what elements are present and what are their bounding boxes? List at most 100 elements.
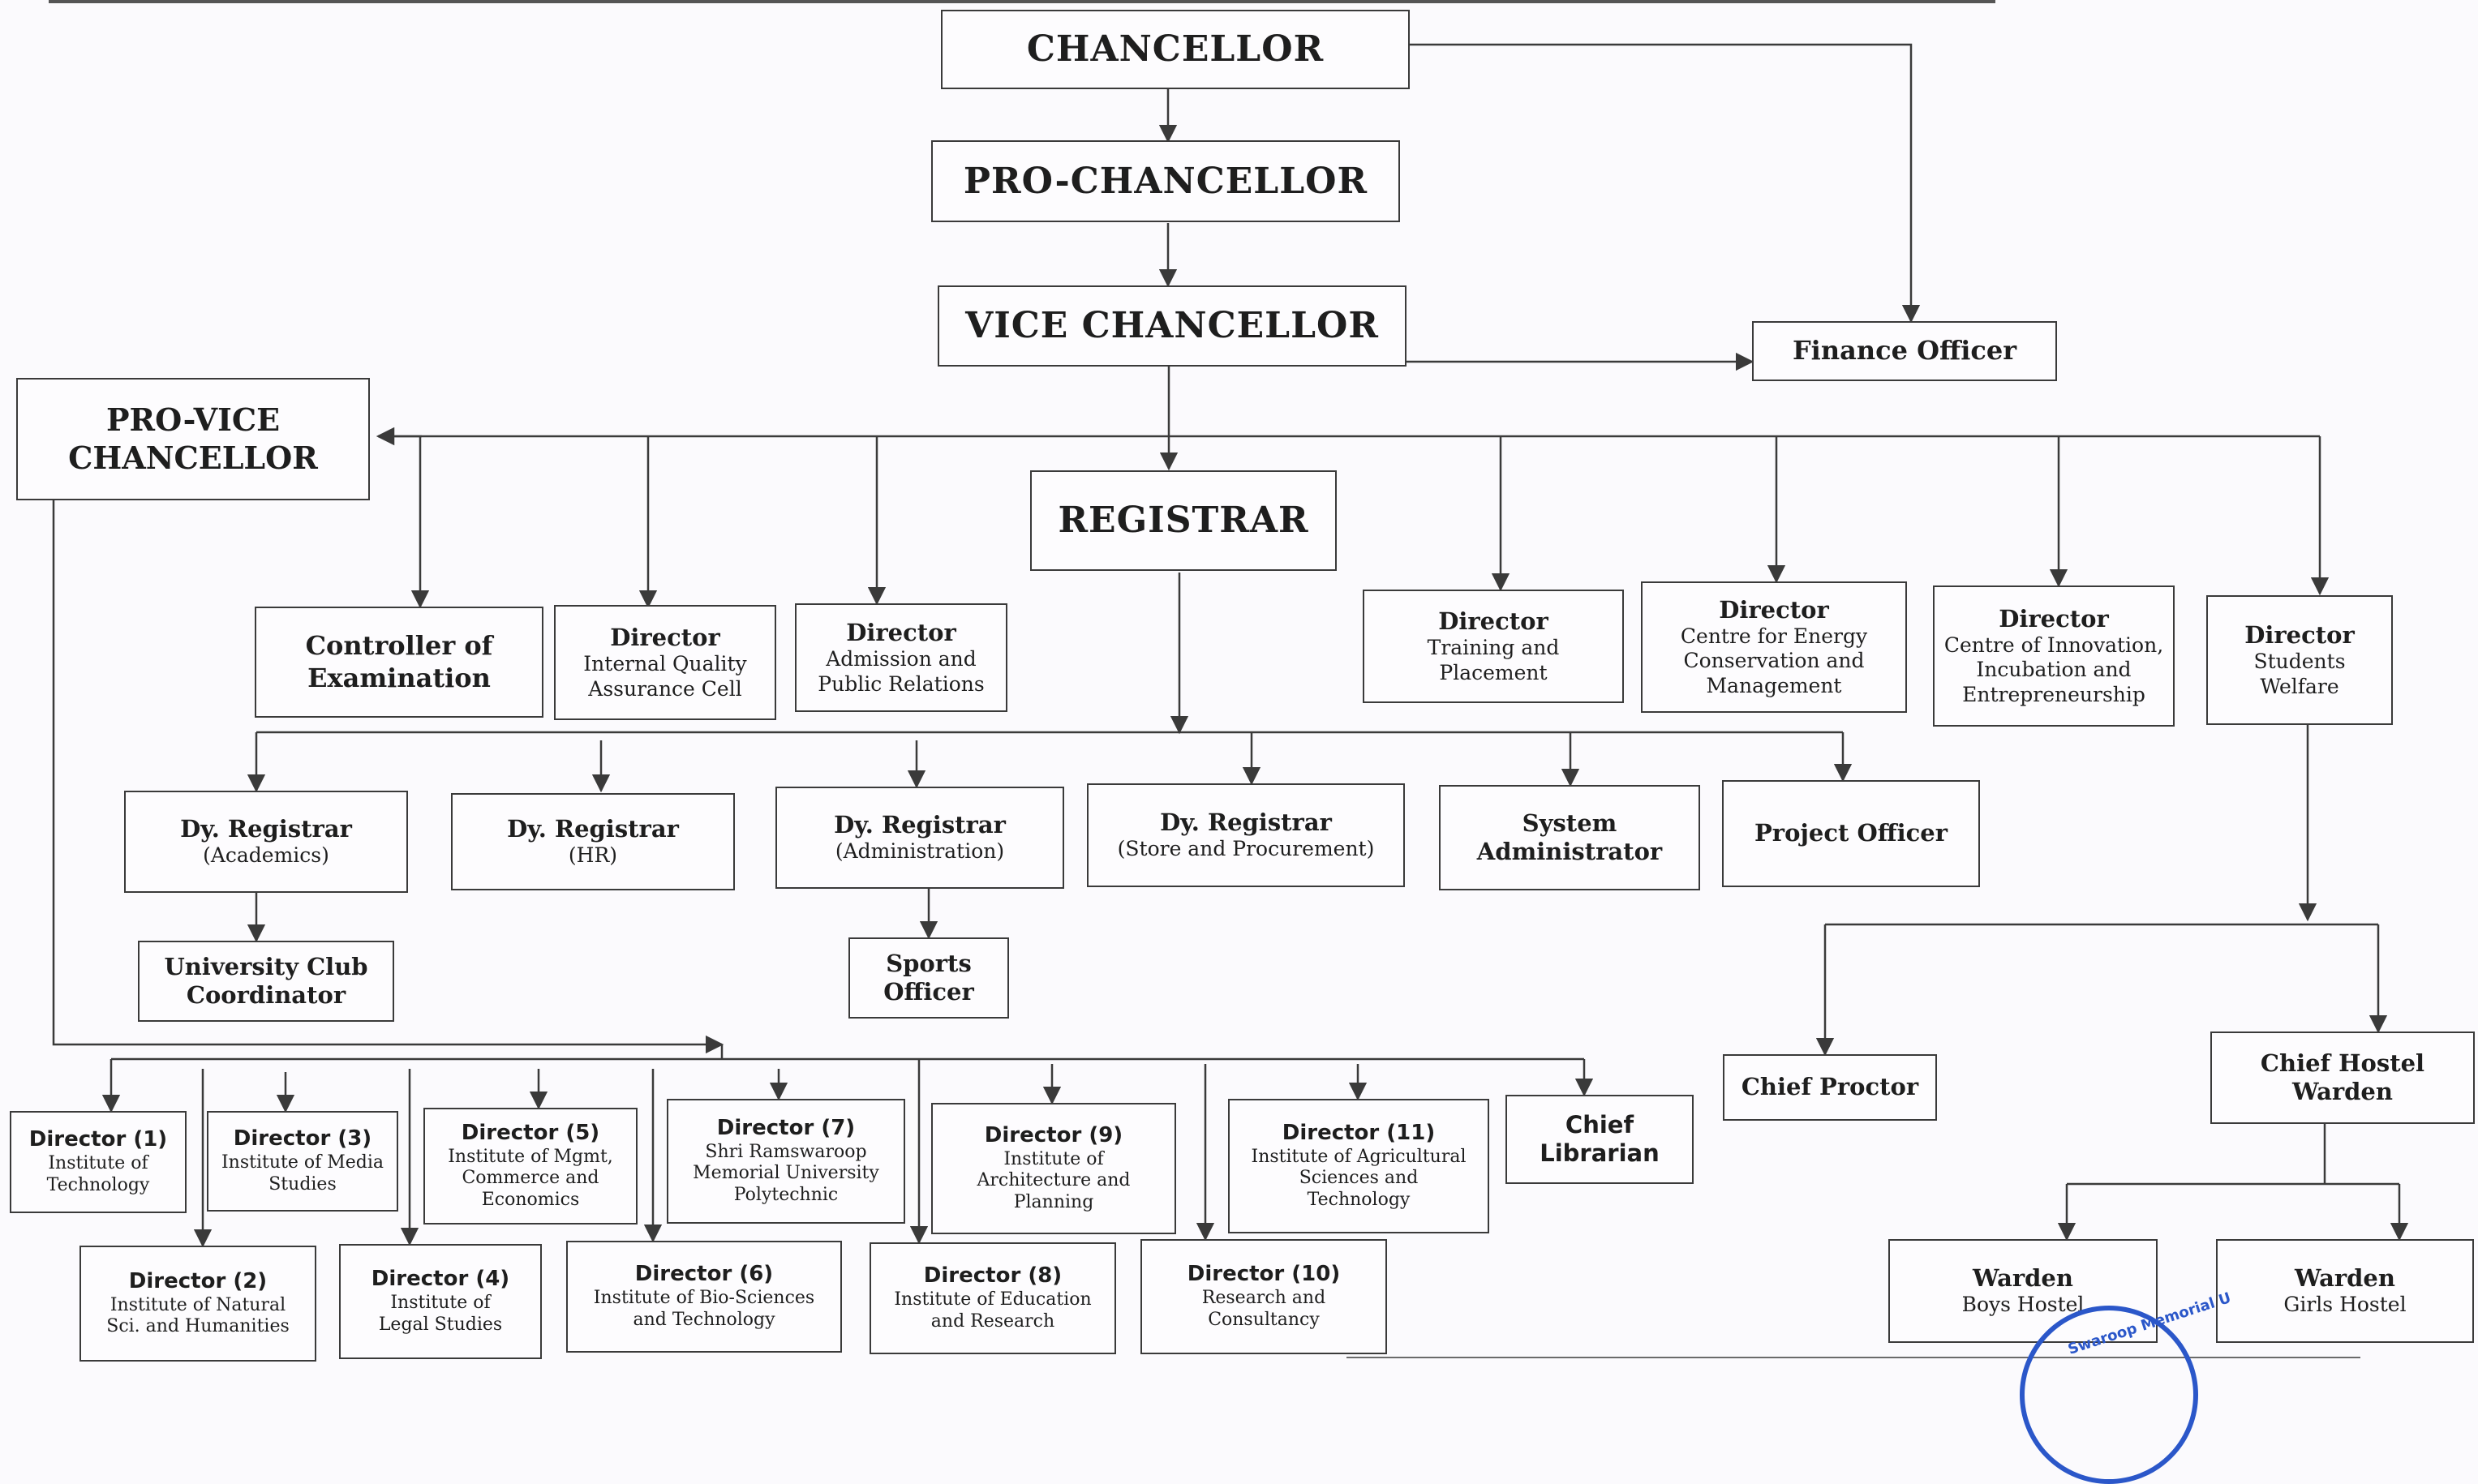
director-energy-box: Director Centre for Energy Conservation … bbox=[1641, 581, 1907, 713]
chief-librarian-line1: Chief bbox=[1565, 1110, 1634, 1139]
director-4-sub2: Legal Studies bbox=[378, 1314, 503, 1335]
connector-lines bbox=[52, 43, 2409, 1358]
director-8-title: Director (8) bbox=[923, 1263, 1063, 1289]
director-innovation-sub2: Incubation and bbox=[1976, 658, 2132, 682]
chief-hostel-warden-line2: Warden bbox=[2292, 1078, 2393, 1105]
warden-girls-hostel-box: Warden Girls Hostel bbox=[2216, 1239, 2474, 1343]
director-5-title: Director (5) bbox=[461, 1120, 600, 1145]
director-5-sub2: Commerce and bbox=[462, 1168, 599, 1189]
director-8-sub1: Institute of Education bbox=[894, 1289, 1092, 1310]
director-training-sub1: Training and Placement bbox=[1427, 636, 1560, 684]
director-1-sub1: Institute of bbox=[48, 1153, 148, 1174]
dy-registrar-hr-sub: (HR) bbox=[568, 843, 618, 868]
pro-vice-chancellor-line2: CHANCELLOR bbox=[68, 439, 318, 476]
controller-line1: Controller of bbox=[305, 630, 493, 662]
chief-proctor-box: Chief Proctor bbox=[1723, 1054, 1937, 1121]
director-9-sub1: Institute of bbox=[1003, 1148, 1104, 1169]
director-10-sub2: Consultancy bbox=[1208, 1309, 1320, 1330]
finance-officer-title: Finance Officer bbox=[1792, 335, 2017, 367]
system-administrator-line1: System bbox=[1522, 808, 1617, 837]
director-1-sub2: Technology bbox=[46, 1174, 150, 1195]
director-students-sub2: Welfare bbox=[2260, 674, 2339, 698]
director-7-sub3: Polytechnic bbox=[733, 1185, 839, 1206]
director-9-box: Director (9) Institute of Architecture a… bbox=[931, 1103, 1176, 1234]
system-administrator-box: System Administrator bbox=[1439, 785, 1700, 890]
director-10-title: Director (10) bbox=[1187, 1262, 1341, 1287]
director-iqac-box: Director Internal Quality Assurance Cell bbox=[554, 605, 776, 720]
chief-proctor-title: Chief Proctor bbox=[1741, 1073, 1919, 1101]
director-innovation-sub1: Centre of Innovation, bbox=[1943, 633, 2164, 657]
chancellor-box: CHANCELLOR bbox=[941, 10, 1410, 89]
director-iqac-sub2: Assurance Cell bbox=[588, 676, 742, 701]
director-8-box: Director (8) Institute of Education and … bbox=[870, 1242, 1116, 1354]
director-3-sub1: Institute of Media bbox=[221, 1152, 384, 1173]
warden-boys-sub: Boys Hostel bbox=[1961, 1293, 2085, 1317]
club-coordinator-line1: University Club bbox=[164, 952, 368, 980]
director-students-welfare-box: Director Students Welfare bbox=[2206, 595, 2393, 725]
director-6-box: Director (6) Institute of Bio-Sciences a… bbox=[566, 1241, 842, 1353]
director-5-sub1: Institute of Mgmt, bbox=[448, 1146, 613, 1167]
director-3-box: Director (3) Institute of Media Studies bbox=[207, 1111, 398, 1212]
top-border-line bbox=[49, 0, 1995, 3]
director-7-sub1: Shri Ramswaroop bbox=[705, 1141, 867, 1162]
chief-hostel-warden-box: Chief Hostel Warden bbox=[2210, 1032, 2475, 1124]
director-10-box: Director (10) Research and Consultancy bbox=[1140, 1239, 1387, 1354]
director-admission-title: Director bbox=[846, 618, 956, 646]
director-11-box: Director (11) Institute of Agricultural … bbox=[1228, 1099, 1489, 1233]
director-4-sub1: Institute of bbox=[390, 1293, 491, 1314]
director-admission-sub2: Public Relations bbox=[818, 671, 985, 696]
director-students-sub1: Students bbox=[2253, 650, 2346, 674]
chief-librarian-line2: Librarian bbox=[1540, 1139, 1660, 1167]
registrar-title: REGISTRAR bbox=[1058, 500, 1309, 542]
director-5-box: Director (5) Institute of Mgmt, Commerce… bbox=[423, 1108, 638, 1225]
dy-registrar-academics-box: Dy. Registrar (Academics) bbox=[124, 791, 408, 893]
director-8-sub2: and Research bbox=[930, 1310, 1055, 1332]
director-2-sub2: Sci. and Humanities bbox=[106, 1316, 290, 1337]
university-club-coordinator-box: University Club Coordinator bbox=[138, 941, 394, 1022]
director-1-title: Director (1) bbox=[28, 1127, 168, 1152]
pro-vice-chancellor-box: PRO-VICE CHANCELLOR bbox=[16, 378, 370, 500]
director-7-box: Director (7) Shri Ramswaroop Memorial Un… bbox=[667, 1099, 905, 1224]
director-iqac-title: Director bbox=[610, 623, 720, 651]
director-5-sub3: Economics bbox=[481, 1190, 580, 1211]
pro-vice-chancellor-line1: PRO-VICE bbox=[105, 401, 281, 439]
sports-officer-box: Sports Officer bbox=[848, 937, 1009, 1019]
director-9-sub3: Planning bbox=[1013, 1192, 1094, 1213]
dy-registrar-admin-title: Dy. Registrar bbox=[834, 811, 1006, 839]
vice-chancellor-title: VICE CHANCELLOR bbox=[965, 305, 1379, 347]
controller-of-examination-box: Controller of Examination bbox=[255, 607, 543, 718]
director-energy-sub3: Management bbox=[1706, 673, 1842, 697]
director-4-box: Director (4) Institute of Legal Studies bbox=[339, 1244, 542, 1359]
dy-registrar-store-title: Dy. Registrar bbox=[1160, 808, 1332, 837]
director-11-sub2: Sciences and bbox=[1299, 1168, 1419, 1189]
director-4-title: Director (4) bbox=[371, 1267, 510, 1292]
club-coordinator-line2: Coordinator bbox=[186, 981, 346, 1009]
chief-hostel-warden-line1: Chief Hostel bbox=[2260, 1049, 2425, 1077]
dy-registrar-hr-box: Dy. Registrar (HR) bbox=[451, 793, 735, 890]
dy-registrar-store-sub: (Store and Procurement) bbox=[1117, 837, 1375, 861]
director-6-title: Director (6) bbox=[634, 1262, 774, 1287]
sports-officer-line1: Sports bbox=[886, 949, 972, 977]
finance-officer-box: Finance Officer bbox=[1752, 321, 2057, 381]
director-admission-sub1: Admission and bbox=[826, 647, 977, 671]
director-innovation-title: Director bbox=[1999, 604, 2109, 633]
director-2-sub1: Institute of Natural bbox=[110, 1294, 286, 1315]
director-innovation-box: Director Centre of Innovation, Incubatio… bbox=[1933, 585, 2175, 727]
director-innovation-sub3: Entrepreneurship bbox=[1962, 682, 2145, 706]
dy-registrar-admin-sub: (Administration) bbox=[835, 839, 1005, 864]
director-energy-title: Director bbox=[1719, 595, 1829, 624]
pro-chancellor-title: PRO-CHANCELLOR bbox=[963, 160, 1368, 202]
controller-line2: Examination bbox=[307, 662, 491, 693]
warden-boys-title: Warden bbox=[1973, 1264, 2073, 1293]
sports-officer-line2: Officer bbox=[883, 978, 974, 1006]
director-11-sub3: Technology bbox=[1307, 1190, 1411, 1211]
director-11-sub1: Institute of Agricultural bbox=[1251, 1146, 1467, 1167]
director-9-sub2: Architecture and bbox=[977, 1170, 1131, 1191]
director-energy-sub1: Centre for Energy bbox=[1680, 624, 1868, 648]
chancellor-title: CHANCELLOR bbox=[1026, 28, 1325, 71]
dy-registrar-admin-box: Dy. Registrar (Administration) bbox=[775, 787, 1064, 889]
dy-registrar-store-box: Dy. Registrar (Store and Procurement) bbox=[1087, 783, 1405, 887]
director-7-title: Director (7) bbox=[716, 1115, 856, 1140]
registrar-box: REGISTRAR bbox=[1030, 470, 1337, 571]
director-2-box: Director (2) Institute of Natural Sci. a… bbox=[79, 1246, 316, 1362]
